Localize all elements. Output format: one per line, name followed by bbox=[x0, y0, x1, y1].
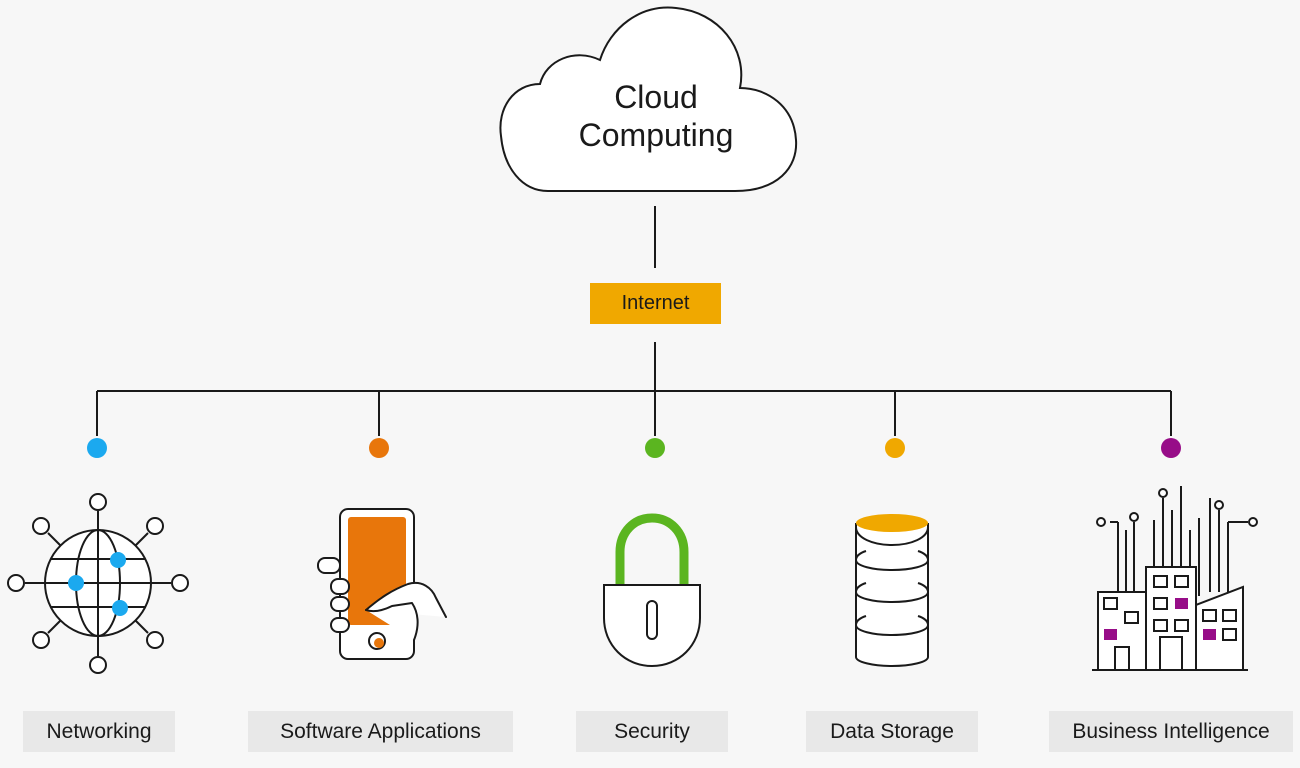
security-label: Security bbox=[614, 719, 690, 743]
cloud-title-line2: Computing bbox=[579, 117, 734, 153]
phone-hand-icon bbox=[317, 508, 447, 660]
globe-highlight-nodes bbox=[68, 552, 128, 616]
internet-label: Internet bbox=[621, 292, 690, 314]
city-buildings-icon bbox=[1092, 486, 1258, 671]
database-icon bbox=[855, 514, 929, 668]
padlock-icon bbox=[603, 513, 701, 668]
business-intelligence-label-box: Business Intelligence bbox=[1049, 711, 1293, 752]
data-storage-dot bbox=[885, 438, 905, 458]
networking-label-box: Networking bbox=[23, 711, 175, 752]
data-storage-label: Data Storage bbox=[830, 719, 954, 743]
security-dot bbox=[645, 438, 665, 458]
software-applications-label: Software Applications bbox=[280, 719, 481, 743]
cloud-shape: Cloud Computing bbox=[499, 6, 798, 192]
data-storage-label-box: Data Storage bbox=[806, 711, 978, 752]
business-intelligence-label: Business Intelligence bbox=[1072, 719, 1270, 743]
globe-network-icon bbox=[7, 493, 189, 674]
networking-dot bbox=[87, 438, 107, 458]
internet-box: Internet bbox=[590, 283, 721, 324]
connector-lines bbox=[96, 206, 1172, 436]
cloud-title-line1: Cloud bbox=[614, 79, 698, 115]
software-applications-dot bbox=[369, 438, 389, 458]
software-applications-label-box: Software Applications bbox=[248, 711, 513, 752]
networking-label: Networking bbox=[46, 719, 152, 743]
security-label-box: Security bbox=[576, 711, 728, 752]
business-intelligence-dot bbox=[1161, 438, 1181, 458]
